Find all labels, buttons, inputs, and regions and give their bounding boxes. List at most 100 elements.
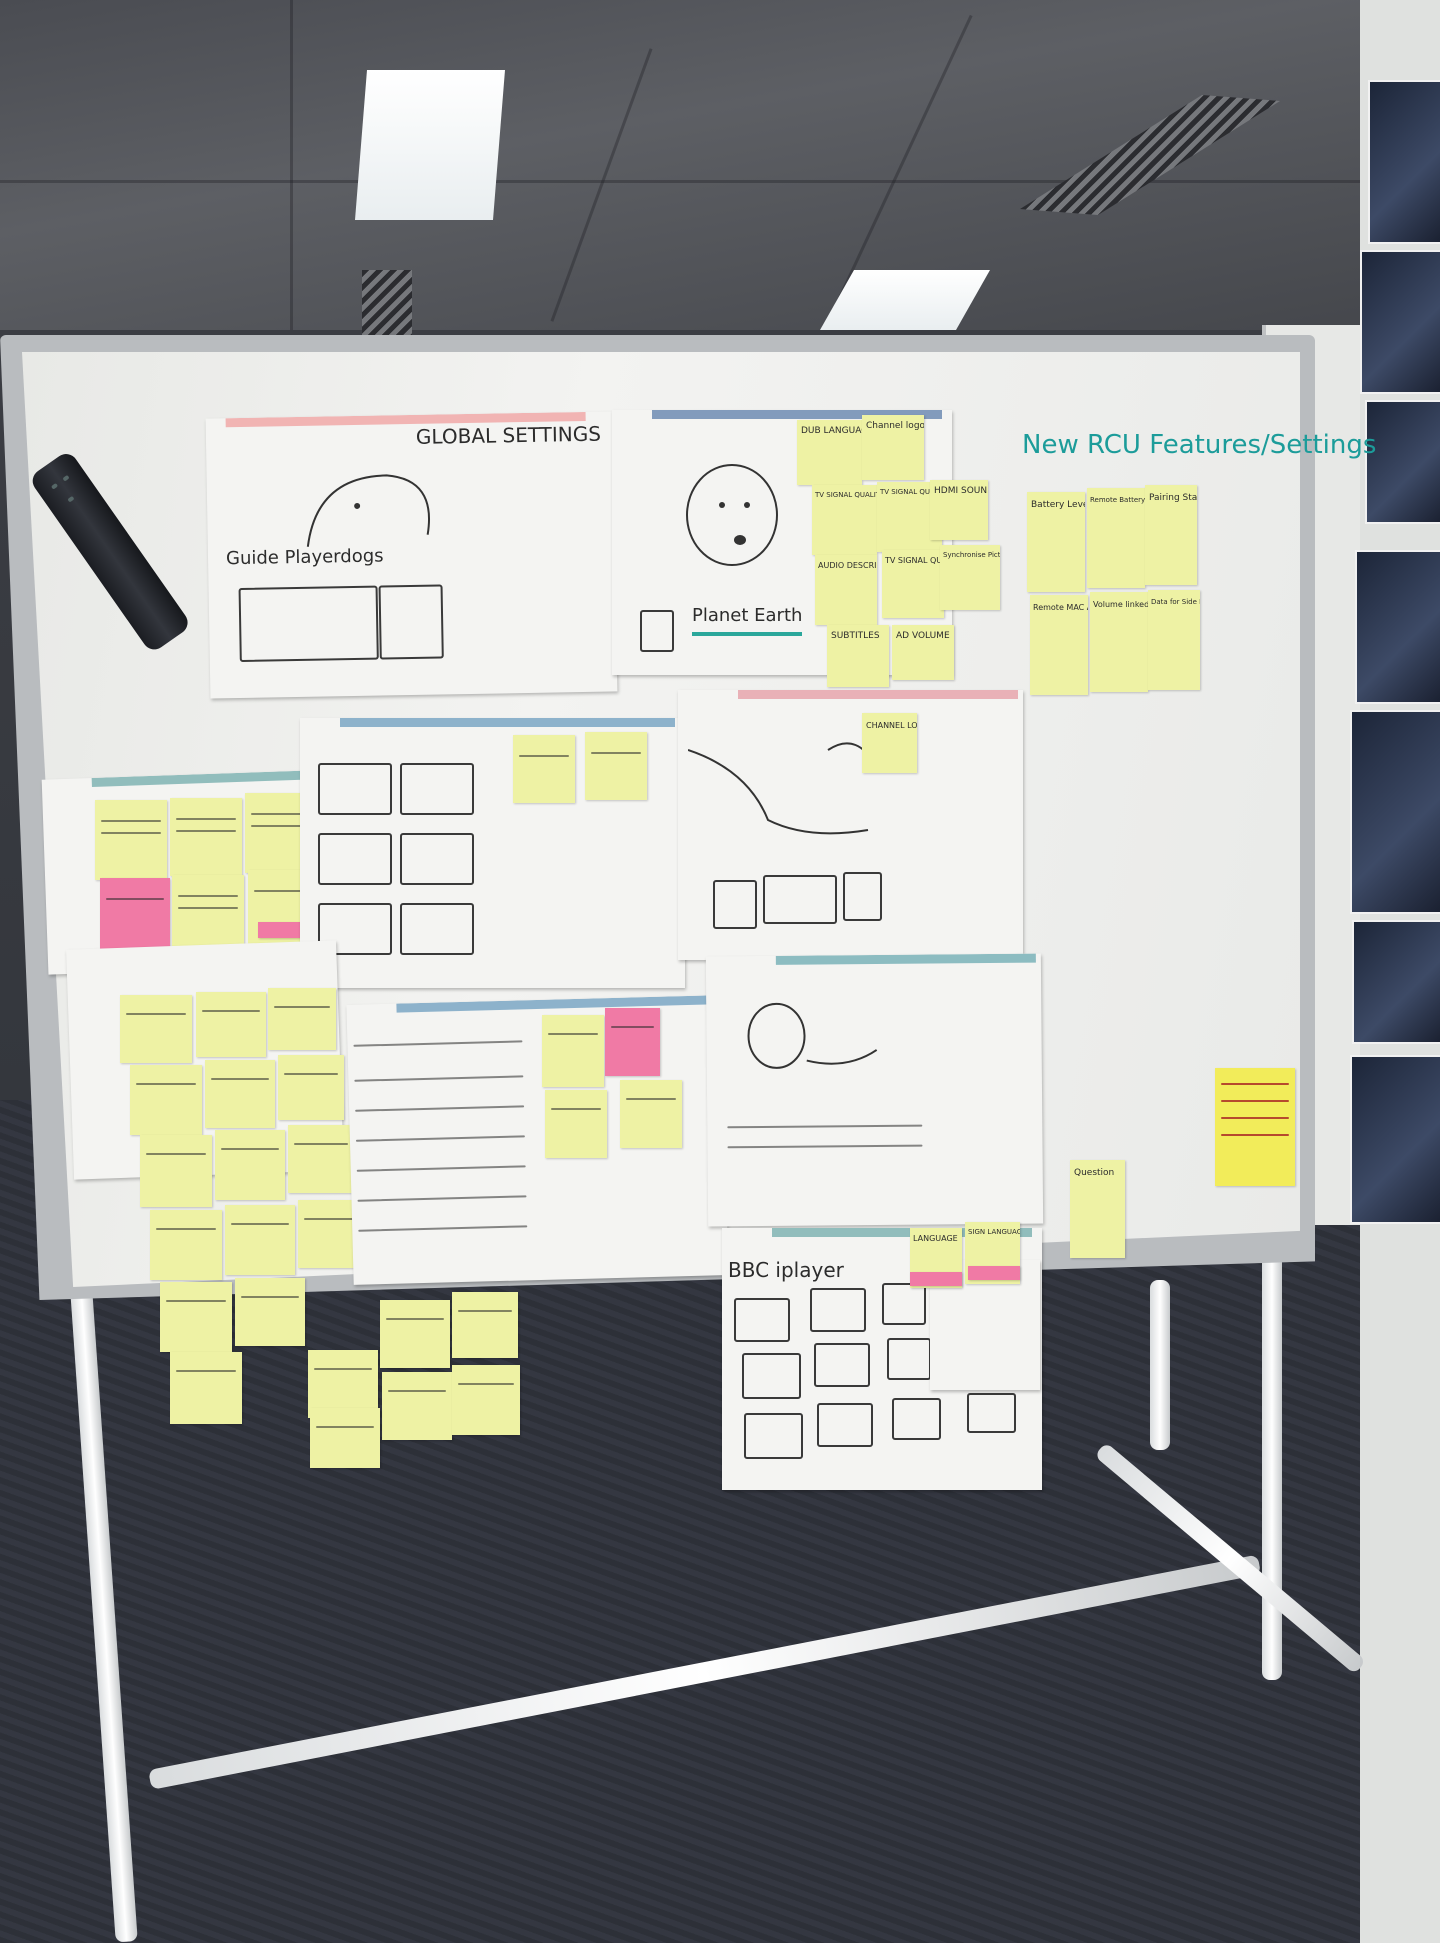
thumbnail-frame <box>810 1288 866 1332</box>
sticky-note: TV SIGNAL QUALITY <box>882 550 944 618</box>
global-settings-title: GLOBAL SETTINGS <box>415 421 602 449</box>
scribble <box>611 1026 654 1028</box>
sticky-text: TV SIGNAL QUALITY STRENGTH <box>880 488 942 496</box>
sticky-note: AUDIO DESCRIPTION <box>815 555 877 625</box>
stand-leg-inner <box>1150 1280 1170 1450</box>
sticky-note-pink <box>100 878 170 956</box>
thumbnail-frame <box>744 1413 803 1459</box>
scribble <box>251 813 307 815</box>
ceiling <box>0 0 1440 330</box>
thumbnail-frame <box>742 1353 801 1399</box>
guide-row <box>356 1165 526 1172</box>
rcu-features-title: New RCU Features/Settings <box>1022 430 1377 460</box>
sticky-note <box>140 1135 212 1207</box>
landscape-sketch <box>688 742 879 835</box>
scribble <box>551 1108 601 1110</box>
iplayer-caption: BBC iplayer <box>728 1258 844 1282</box>
sticky-flag-pink <box>258 922 313 938</box>
sticky-note <box>170 1352 242 1424</box>
guide-row <box>355 1105 525 1112</box>
sticky-note: Remote MAC Address <box>1030 595 1088 695</box>
scribble <box>178 895 238 897</box>
scribble <box>176 1370 236 1372</box>
poster <box>1350 1055 1440 1224</box>
tape <box>652 410 942 419</box>
sticky-note: Synchronise Picture & Sound <box>940 545 1000 610</box>
sticky-text: Battery Level RCU <box>1031 500 1085 510</box>
tape <box>775 953 1036 965</box>
poster <box>1360 250 1440 394</box>
sticky-note: HDMI SOUND <box>930 480 988 540</box>
scribble <box>178 907 238 909</box>
sticky-text: Question <box>1074 1168 1115 1178</box>
sticky-note: CHANNEL LOGOS <box>862 713 917 773</box>
sticky-note <box>545 1090 607 1158</box>
scribble <box>231 1223 289 1225</box>
sticky-note: TV SIGNAL QUALITY CHANGES <box>812 485 877 555</box>
scribble <box>591 752 641 754</box>
scribble <box>1221 1117 1289 1119</box>
scribble <box>519 755 569 757</box>
scribble <box>101 820 161 822</box>
sticky-note-bright <box>1215 1068 1295 1186</box>
scribble <box>166 1300 226 1302</box>
sticky-note <box>150 1210 222 1280</box>
stand-leg-right <box>1262 1250 1282 1680</box>
scribble <box>211 1078 269 1080</box>
sticky-note: SUBTITLES <box>827 625 889 687</box>
scribble <box>176 818 236 820</box>
scribble <box>176 830 236 832</box>
scribble <box>548 1033 598 1035</box>
sticky-note <box>215 1130 285 1200</box>
thumbnail-frame <box>763 875 837 924</box>
sticky-note <box>205 1060 275 1128</box>
scribble <box>388 1390 446 1392</box>
scribble <box>727 1124 923 1129</box>
remote-button <box>50 482 59 490</box>
thumbnail-frame <box>640 610 674 652</box>
poster <box>1368 80 1440 244</box>
sticky-note <box>172 875 244 953</box>
scribble <box>458 1310 512 1312</box>
planet-earth-caption: Planet Earth <box>692 605 803 626</box>
sticky-note <box>308 1350 378 1418</box>
thumbnail-frame <box>318 833 392 885</box>
guide-row <box>358 1225 528 1232</box>
scribble <box>727 1144 923 1149</box>
channel-sketch <box>678 690 1023 960</box>
scribble <box>126 1013 186 1015</box>
sticky-note: DUB LANGUAGE <box>797 420 862 485</box>
sticky-text: Remote Battery Low Warning <box>1090 496 1145 504</box>
thumbnail-frame <box>843 872 882 921</box>
sticky-note: Volume linked to TV <box>1090 592 1148 692</box>
sticky-text: Data for Side Panel Options <box>1151 598 1200 606</box>
sticky-note <box>380 1300 450 1368</box>
sticky-text: Volume linked to TV <box>1093 600 1148 609</box>
scribble <box>202 1010 260 1012</box>
progress-bar <box>692 632 802 636</box>
remote-button <box>67 495 75 503</box>
sticky-note: AD VOLUME <box>892 625 954 680</box>
thumbnail-frame <box>713 880 757 929</box>
sticky-text: SUBTITLES <box>831 631 880 641</box>
scribble <box>136 1083 196 1085</box>
scribble <box>626 1098 676 1100</box>
thumbnail-frame <box>238 585 379 663</box>
guide-row <box>353 1040 523 1047</box>
ceiling-grid-line <box>0 180 1440 183</box>
thumbnail-frame <box>817 1403 873 1447</box>
scribble <box>1221 1100 1289 1102</box>
scribble <box>314 1368 372 1370</box>
sticky-note <box>278 1055 344 1120</box>
sticky-text: CHANNEL LOGOS <box>866 721 917 730</box>
sticky-note <box>160 1282 232 1352</box>
thumbnail-frame <box>378 584 444 660</box>
scribble <box>284 1073 338 1075</box>
sticky-text: Remote MAC Address <box>1033 603 1088 612</box>
thumbnail-frame <box>967 1393 1016 1433</box>
thumbnail-frame <box>400 903 474 955</box>
sticky-text: Pairing Status <box>1149 493 1197 503</box>
sticky-note: Question <box>1070 1160 1125 1258</box>
remote-button <box>62 474 70 482</box>
character-sketch <box>306 474 430 547</box>
